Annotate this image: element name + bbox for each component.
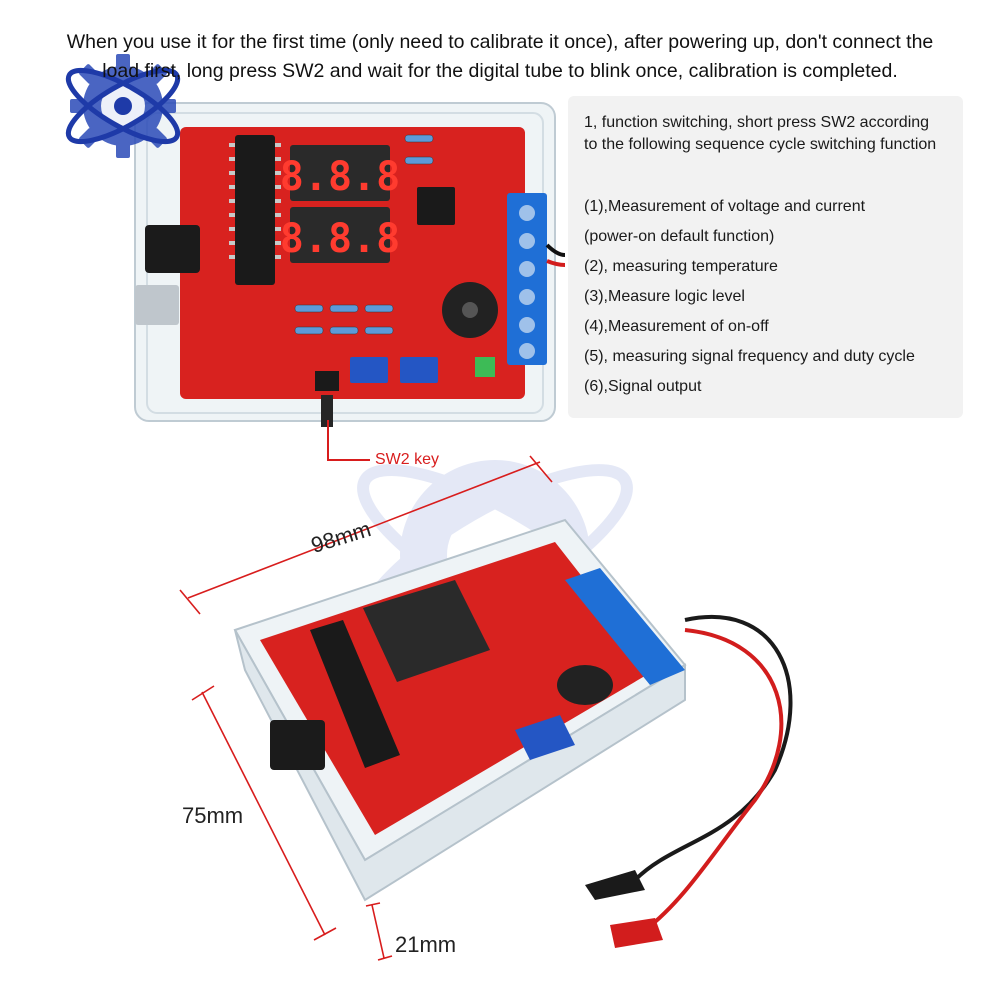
brand-logo-icon xyxy=(65,54,181,158)
function-item-on-off: (4),Measurement of on-off xyxy=(584,318,769,335)
sw2-key-label: SW2 key xyxy=(375,451,440,468)
display-bottom-digits: 8.8.8 xyxy=(280,216,400,262)
board-angled-photo xyxy=(233,518,793,948)
board-front-photo: 8.8.8 8.8.8 xyxy=(134,102,565,427)
function-item-default-note: (power-on default function) xyxy=(584,228,775,245)
dimension-depth-label: 21mm xyxy=(395,932,457,957)
function-item-temperature: (2), measuring temperature xyxy=(584,258,778,275)
calibration-note-line-2: load first, long press SW2 and wait for … xyxy=(102,60,898,82)
function-item-voltage-current: (1),Measurement of voltage and current xyxy=(584,198,866,215)
function-item-logic-level: (3),Measure logic level xyxy=(584,288,745,305)
calibration-note: When you use it for the first time (only… xyxy=(20,28,980,86)
function-list: (1),Measurement of voltage and current (… xyxy=(584,192,964,402)
function-item-frequency-duty: (5), measuring signal frequency and duty… xyxy=(584,348,915,365)
function-item-signal-output: (6),Signal output xyxy=(584,378,702,395)
dimension-height-label: 75mm xyxy=(182,803,244,828)
calibration-note-line-1: When you use it for the first time (only… xyxy=(66,31,934,53)
function-info-panel xyxy=(568,96,963,418)
display-top-digits: 8.8.8 xyxy=(280,154,400,200)
function-switching-title: 1, function switching, short press SW2 a… xyxy=(584,114,937,153)
